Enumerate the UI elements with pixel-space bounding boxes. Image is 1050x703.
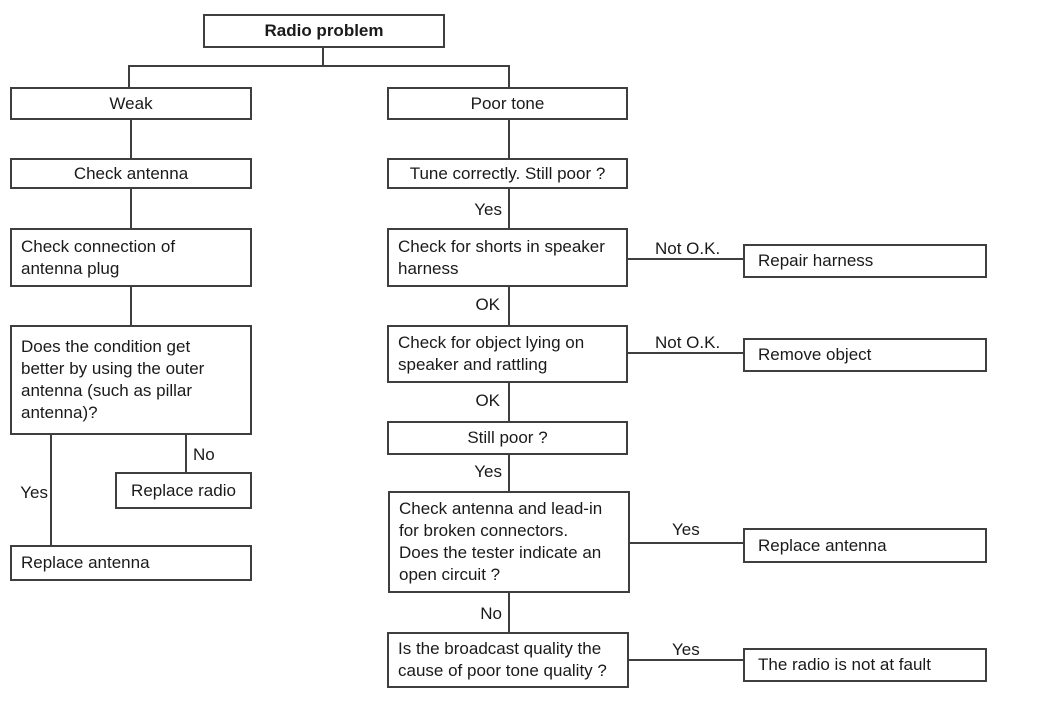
node-is-broadcast: Is the broadcast quality the cause of po…	[387, 632, 629, 688]
connector-poor-tone-to-tune	[508, 120, 510, 158]
connector-weak-to-check-antenna	[130, 120, 132, 158]
connector-root-down	[322, 48, 324, 66]
edge-label-not-ok: Not O.K.	[655, 239, 721, 258]
node-radio-not-fault: The radio is not at fault	[743, 648, 987, 682]
connector-tune-to-shorts	[508, 189, 510, 228]
connector-check-antenna-to-connection	[130, 189, 132, 228]
edge-label-no: No	[480, 604, 502, 623]
connector-connection-to-condition	[130, 287, 132, 325]
connector-still-poor-to-leadin	[508, 455, 510, 491]
connector-object-to-still-poor	[508, 383, 510, 421]
node-weak: Weak	[10, 87, 252, 120]
connector-condition-no	[185, 435, 187, 472]
edge-label-not-ok: Not O.K.	[655, 333, 721, 352]
connector-object-to-remove-object	[628, 352, 743, 354]
connector-leadin-to-broadcast	[508, 593, 510, 632]
node-still-poor: Still poor ?	[387, 421, 628, 455]
node-check-object: Check for object lying on speaker and ra…	[387, 325, 628, 383]
connector-condition-yes	[50, 435, 52, 545]
node-check-shorts: Check for shorts in speaker harness	[387, 228, 628, 287]
node-check-leadin: Check antenna and lead-in for broken con…	[388, 491, 630, 593]
node-poor-tone: Poor tone	[387, 87, 628, 120]
node-check-antenna: Check antenna	[10, 158, 252, 189]
connector-root-to-weak	[128, 65, 130, 87]
node-replace-radio: Replace radio	[115, 472, 252, 509]
connector-leadin-to-replace-antenna	[630, 542, 743, 544]
node-tune-correctly: Tune correctly. Still poor ?	[387, 158, 628, 189]
edge-label-yes: Yes	[474, 200, 502, 219]
node-repair-harness: Repair harness	[743, 244, 987, 278]
node-replace-antenna-right: Replace antenna	[743, 528, 987, 563]
node-check-connection: Check connection of antenna plug	[10, 228, 252, 287]
connector-broadcast-to-not-fault	[629, 659, 743, 661]
connector-root-horizontal	[128, 65, 510, 67]
edge-label-yes: Yes	[20, 483, 48, 502]
edge-label-yes: Yes	[474, 462, 502, 481]
edge-label-ok: OK	[475, 295, 500, 314]
node-does-condition: Does the condition get better by using t…	[10, 325, 252, 435]
connector-root-to-poor-tone	[508, 65, 510, 87]
node-radio-problem: Radio problem	[203, 14, 445, 48]
edge-label-ok: OK	[475, 391, 500, 410]
node-replace-antenna-left: Replace antenna	[10, 545, 252, 581]
connector-shorts-to-object	[508, 287, 510, 325]
connector-shorts-to-repair-harness	[628, 258, 743, 260]
edge-label-yes: Yes	[672, 640, 700, 659]
edge-label-yes: Yes	[672, 520, 700, 539]
node-remove-object: Remove object	[743, 338, 987, 372]
edge-label-no: No	[193, 445, 215, 464]
